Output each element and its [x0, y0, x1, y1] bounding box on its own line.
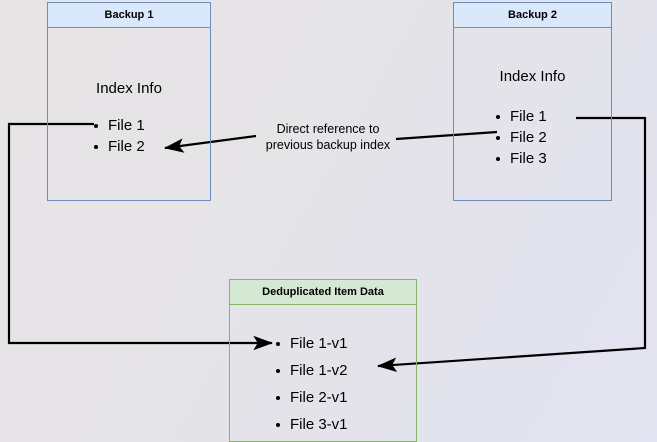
backup-1-box[interactable]: Backup 1 Index Info File 1 File 2: [47, 2, 211, 201]
backup-2-body: Index Info File 1 File 2 File 3: [454, 28, 611, 200]
deduplicated-item-data-box[interactable]: Deduplicated Item Data File 1-v1 File 1-…: [229, 279, 417, 442]
list-item: File 3: [494, 148, 547, 169]
backup-1-header: Backup 1: [48, 3, 210, 28]
backup-1-file-list: File 1 File 2: [92, 115, 145, 157]
list-item: File 1-v1: [274, 330, 348, 357]
list-item: File 2: [494, 127, 547, 148]
backup-2-box[interactable]: Backup 2 Index Info File 1 File 2 File 3: [453, 2, 612, 201]
direct-reference-label-line-1: Direct reference to: [276, 122, 380, 136]
direct-reference-label: Direct reference to previous backup inde…: [248, 121, 408, 153]
deduplicated-item-data-header: Deduplicated Item Data: [230, 280, 416, 305]
list-item: File 2-v1: [274, 384, 348, 411]
backup-2-file-list: File 1 File 2 File 3: [494, 106, 547, 169]
list-item: File 2: [92, 136, 145, 157]
backup-2-header: Backup 2: [454, 3, 611, 28]
list-item: File 1-v2: [274, 357, 348, 384]
direct-reference-label-line-2: previous backup index: [265, 138, 391, 152]
dedup-file-list: File 1-v1 File 1-v2 File 2-v1 File 3-v1: [274, 330, 348, 438]
list-item: File 3-v1: [274, 411, 348, 438]
backup-2-index-info-label: Index Info: [499, 68, 566, 85]
backup-1-body: Index Info File 1 File 2: [48, 28, 210, 200]
list-item: File 1: [92, 115, 145, 136]
backup-1-index-info-label: Index Info: [96, 80, 162, 97]
list-item: File 1: [494, 106, 547, 127]
deduplicated-item-data-body: File 1-v1 File 1-v2 File 2-v1 File 3-v1: [230, 305, 416, 441]
